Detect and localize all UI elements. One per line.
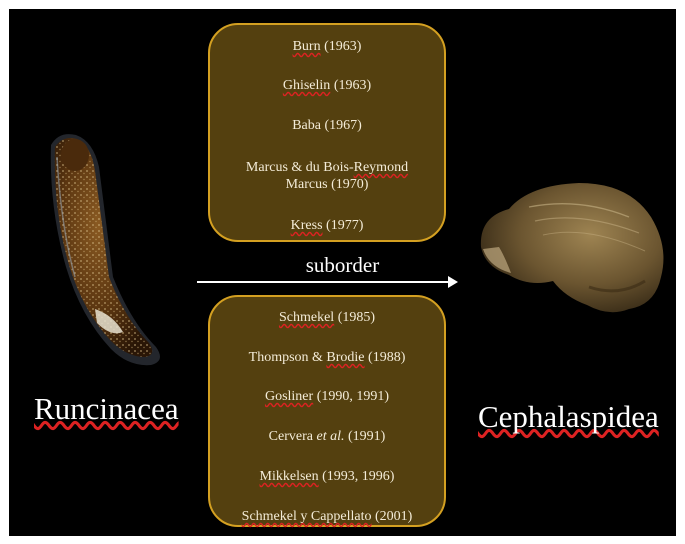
taxon-label-runcinacea: Runcinacea — [34, 392, 179, 426]
reference-thompson-brodie-1988: Thompson & Brodie (1988) — [210, 349, 444, 366]
reference-schmekel-cappellato-2001: Schmekel y Cappellato (2001) — [210, 508, 444, 525]
arrow-label-suborder: suborder — [9, 253, 676, 277]
reference-gosliner-1990-1991: Gosliner (1990, 1991) — [210, 388, 444, 405]
reference-schmekel-1985: Schmekel (1985) — [210, 309, 444, 326]
reference-marcus-1970: Marcus (1970) — [210, 176, 444, 193]
reference-kress-1977: Kress (1977) — [210, 217, 444, 234]
reference-ghiselin-1963: Ghiselin (1963) — [210, 77, 444, 94]
slide: Burn (1963) Ghiselin (1963) Baba (1967) … — [9, 9, 676, 536]
reference-burn-1963: Burn (1963) — [210, 38, 444, 55]
upper-references-box: Burn (1963) Ghiselin (1963) Baba (1967) … — [208, 23, 446, 242]
reference-marcus-du-bois-reymond: Marcus & du Bois-Reymond — [210, 159, 444, 176]
taxon-label-cephalaspidea: Cephalaspidea — [478, 400, 659, 434]
arrow-head-icon — [448, 276, 458, 288]
arrow-line — [197, 281, 451, 283]
lower-references-box: Schmekel (1985) Thompson & Brodie (1988)… — [208, 295, 446, 527]
cephalaspidea-specimen-image — [469, 177, 674, 327]
reference-cervera-1991: Cervera et al. (1991) — [210, 428, 444, 445]
reference-baba-1967: Baba (1967) — [210, 117, 444, 134]
reference-mikkelsen-1993-1996: Mikkelsen (1993, 1996) — [210, 468, 444, 485]
